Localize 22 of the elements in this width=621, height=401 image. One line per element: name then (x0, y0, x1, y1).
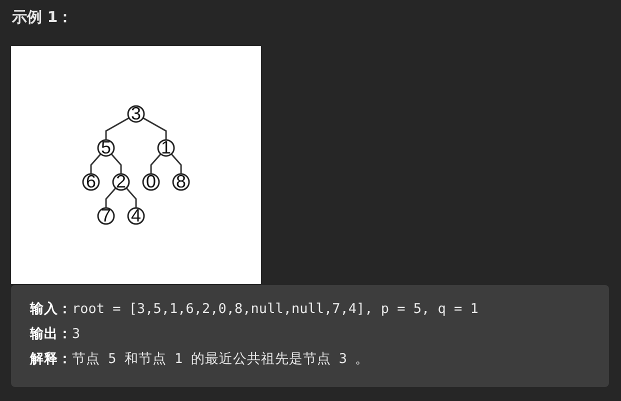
text-line: 输入：root = [3,5,1,6,2,0,8,null,null,7,4], p = 5, q = 1 (30, 300, 478, 319)
node-circle (142, 173, 160, 191)
node-circle (112, 173, 130, 191)
node-circle (127, 207, 145, 225)
figure-background: 3 5 1 6 2 0 8 7 4 (11, 46, 261, 284)
text-line: 输出：3 (30, 325, 82, 344)
connector (126, 188, 137, 208)
connector (90, 154, 102, 174)
connector (105, 117, 130, 140)
node-circle (82, 173, 100, 191)
node-circle (97, 139, 115, 157)
node-circle (157, 139, 175, 157)
connector (170, 154, 182, 174)
connector (142, 117, 167, 140)
node-circle (127, 105, 145, 123)
heading: 示例 1： (12, 8, 73, 27)
node-circle (172, 173, 190, 191)
connector (110, 154, 122, 174)
text-line: 解释：节点 5 和节点 1 的最近公共祖先是节点 3 。 (30, 350, 370, 369)
connector (150, 154, 162, 174)
node-circle (97, 207, 115, 225)
connector (105, 188, 116, 208)
